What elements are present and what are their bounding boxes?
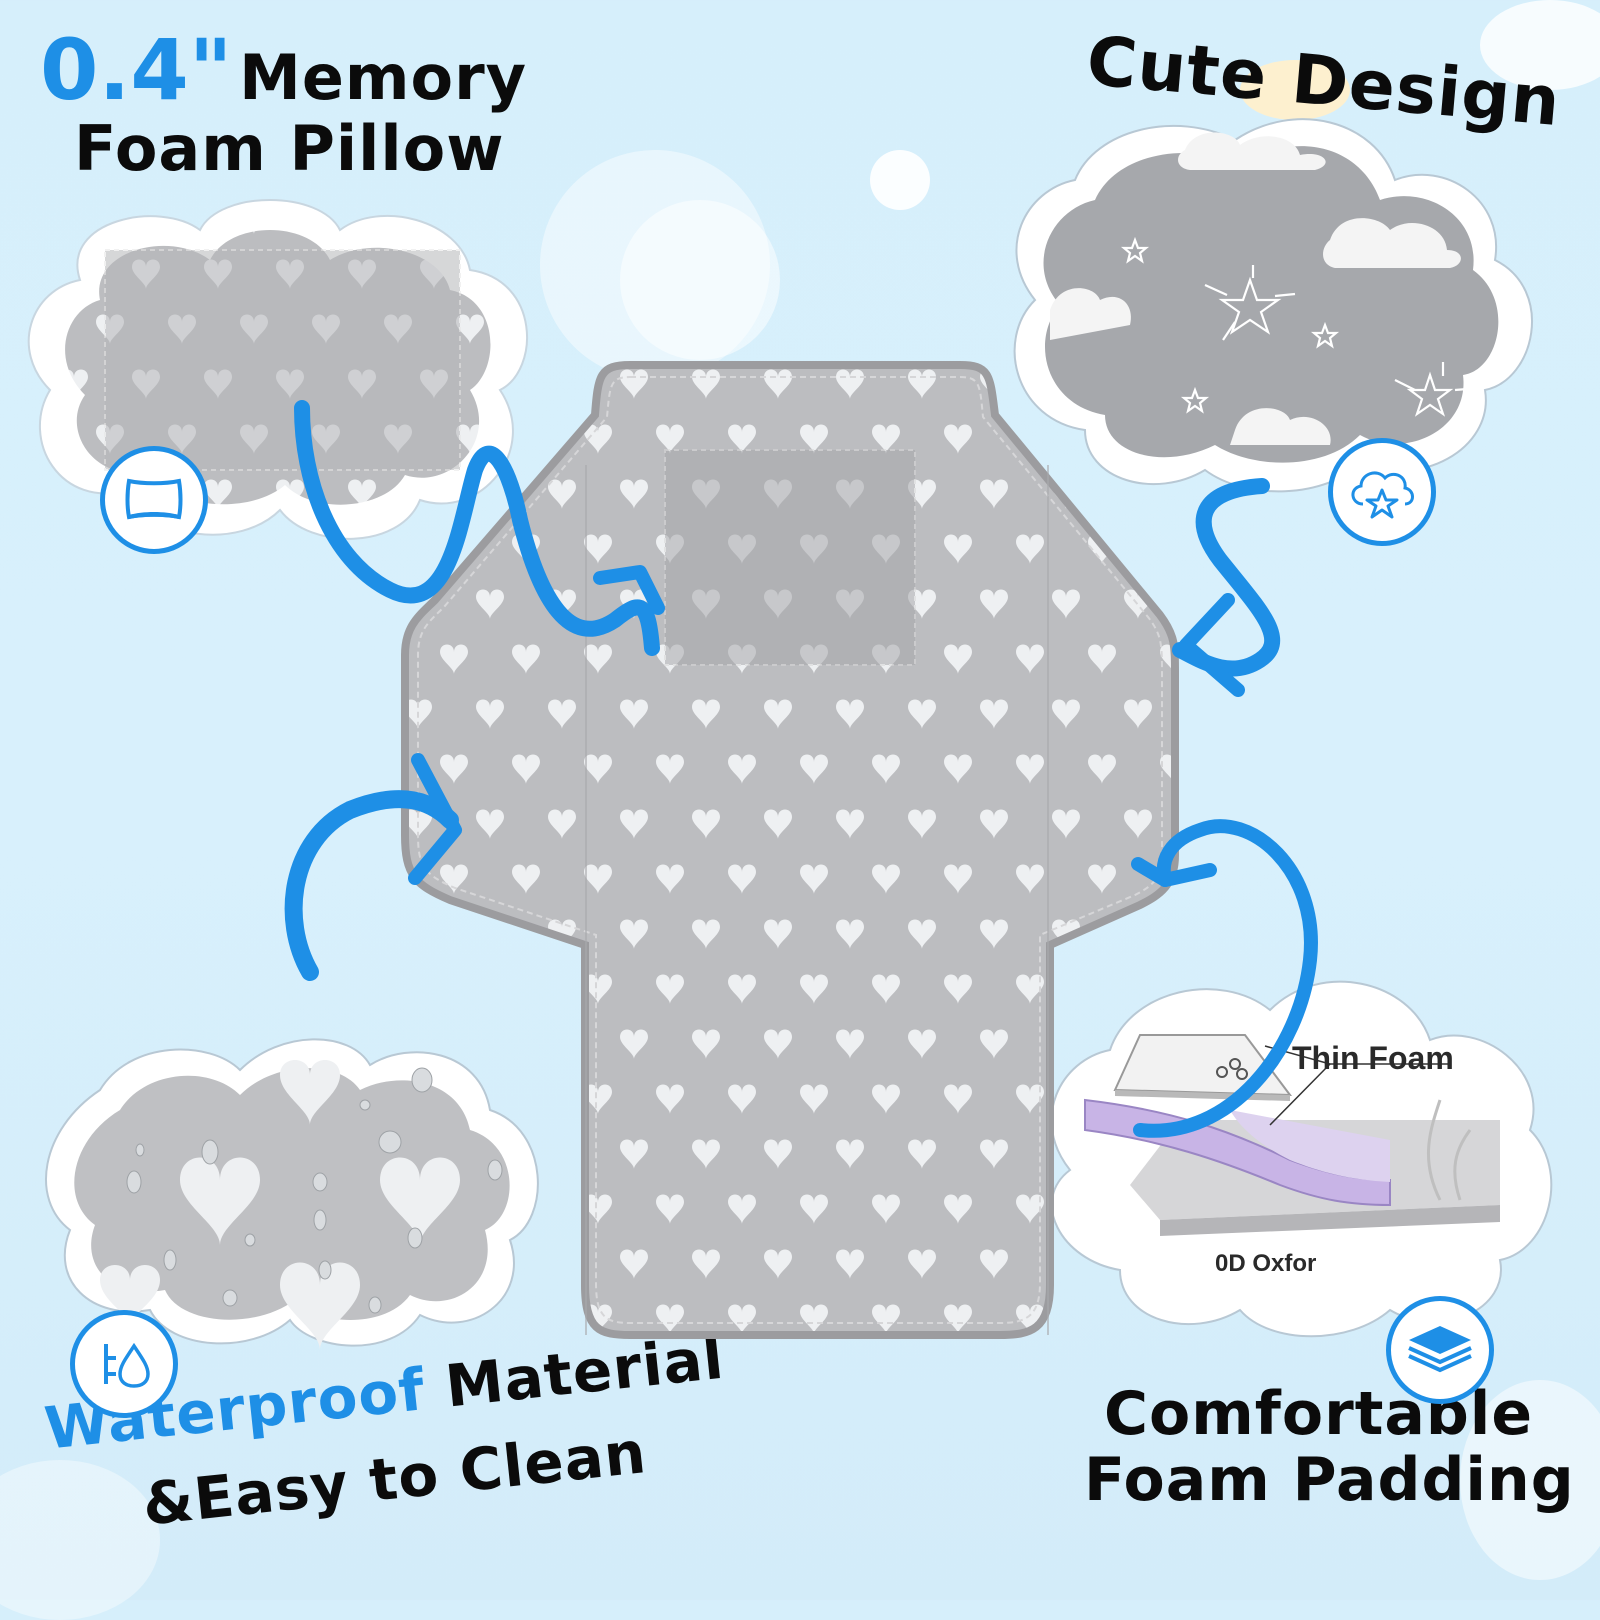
feature-cloud-design	[995, 100, 1555, 500]
headline-line1: Memory	[239, 41, 528, 114]
cloud-star-icon-badge	[1328, 438, 1436, 546]
headline-foam-padding: Foam Padding	[1084, 1445, 1575, 1515]
thin-foam-label: Thin Foam	[1292, 1040, 1454, 1076]
layers-icon	[1408, 1326, 1472, 1373]
water-drop-icon-badge	[70, 1310, 178, 1418]
background-cloud	[620, 200, 780, 360]
feature-cloud-waterproof	[30, 1020, 560, 1350]
headline-memory-foam: 0.4" Memory	[40, 28, 527, 112]
pillow-icon-badge	[100, 446, 208, 554]
pillow-icon	[125, 478, 183, 520]
changing-pad-image	[400, 355, 1200, 1345]
cloud-star-icon	[1351, 471, 1414, 519]
background-sun	[1240, 60, 1350, 120]
oxford-label: 0D Oxfor	[1215, 1250, 1317, 1277]
background-cloud	[870, 150, 930, 210]
feature-cloud-foam: Thin Foam 0D Oxfor	[1030, 960, 1555, 1340]
background-cloud	[1460, 1380, 1600, 1580]
water-drop-icon	[104, 1342, 150, 1388]
background-cloud	[0, 1460, 160, 1620]
layers-icon-badge	[1386, 1296, 1494, 1404]
background-cloud	[1480, 0, 1600, 90]
headline-highlight: 0.4"	[40, 21, 233, 119]
headline-foam-pillow: Foam Pillow	[74, 112, 505, 185]
